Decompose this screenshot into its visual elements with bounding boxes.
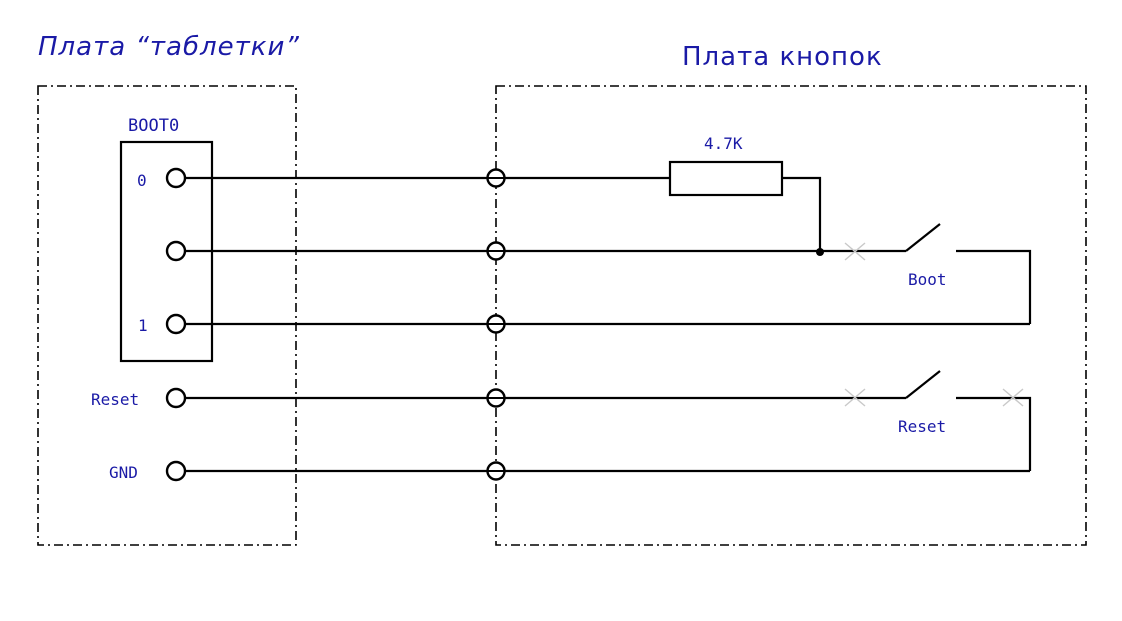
boot-switch-lever bbox=[905, 223, 941, 252]
reset-switch-label: Reset bbox=[898, 417, 946, 436]
pin-reset bbox=[165, 387, 187, 409]
pin-middle bbox=[165, 240, 187, 262]
terminal-row2 bbox=[486, 241, 506, 261]
resistor-value: 4.7K bbox=[704, 134, 743, 153]
wire-reset-switch-out bbox=[956, 396, 1032, 471]
pin-label-gnd: GND bbox=[109, 463, 138, 482]
terminal-row4 bbox=[486, 388, 506, 408]
unconnected-mark-reset-left bbox=[844, 388, 866, 407]
terminal-row5 bbox=[486, 461, 506, 481]
pin-gnd bbox=[165, 460, 187, 482]
resistor bbox=[668, 160, 784, 197]
boot0-label: BOOT0 bbox=[128, 116, 179, 136]
unconnected-mark-boot bbox=[844, 242, 866, 261]
left-board-frame bbox=[37, 85, 297, 546]
unconnected-mark-reset-right bbox=[1002, 388, 1024, 407]
left-board-title: Плата “таблетки” bbox=[38, 32, 300, 62]
wire-boot-switch-out bbox=[956, 249, 1032, 324]
pin-0 bbox=[165, 167, 187, 189]
reset-switch-lever bbox=[905, 370, 941, 399]
terminal-row1 bbox=[486, 168, 506, 188]
boot-switch-label: Boot bbox=[908, 270, 947, 289]
terminal-row3 bbox=[486, 314, 506, 334]
pin-label-1: 1 bbox=[138, 316, 148, 335]
pin-label-0: 0 bbox=[137, 171, 147, 190]
right-board-title: Плата кнопок bbox=[682, 42, 883, 72]
pin-1 bbox=[165, 313, 187, 335]
pin-label-reset: Reset bbox=[91, 390, 139, 409]
right-board-frame bbox=[495, 85, 1087, 546]
wire-resistor-out bbox=[782, 176, 822, 252]
